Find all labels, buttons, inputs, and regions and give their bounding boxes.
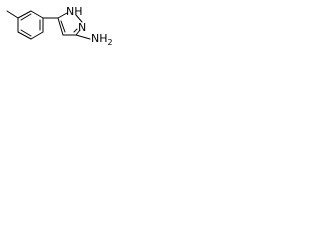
amino-bond <box>75 34 91 40</box>
ring-bond-4 <box>30 31 44 40</box>
ring-double-bond-3 <box>20 29 32 37</box>
ring-bond-2 <box>30 10 44 19</box>
pyrazole-bond-c4-c5 <box>57 17 64 36</box>
ring-bond-5 <box>17 31 32 40</box>
atom-label-nh2-subscript: 2 <box>108 38 113 47</box>
atom-label-nh: NH <box>66 5 83 18</box>
ring-double-bond-1 <box>20 13 32 21</box>
atom-label-nh2: NH2 <box>91 32 113 47</box>
ring-bond-1 <box>17 10 32 19</box>
atom-label-nh2-base: NH <box>91 32 108 45</box>
structural-formula: NH N NH2 <box>6 5 113 47</box>
pyrazole-bond-n1-n2 <box>75 14 83 23</box>
pyrazole-double-bond-c5-c4 <box>60 20 66 33</box>
pyrazole-ring <box>57 12 83 36</box>
methyl-bond <box>6 10 19 19</box>
pyrazole-double-bond-n2-c3 <box>73 28 78 33</box>
pyrazole-bond-c5-n1 <box>57 12 68 19</box>
atom-label-n: N <box>78 21 86 34</box>
benzene-ring <box>17 10 44 40</box>
pyrazole-bond-n2-c3 <box>75 29 81 36</box>
